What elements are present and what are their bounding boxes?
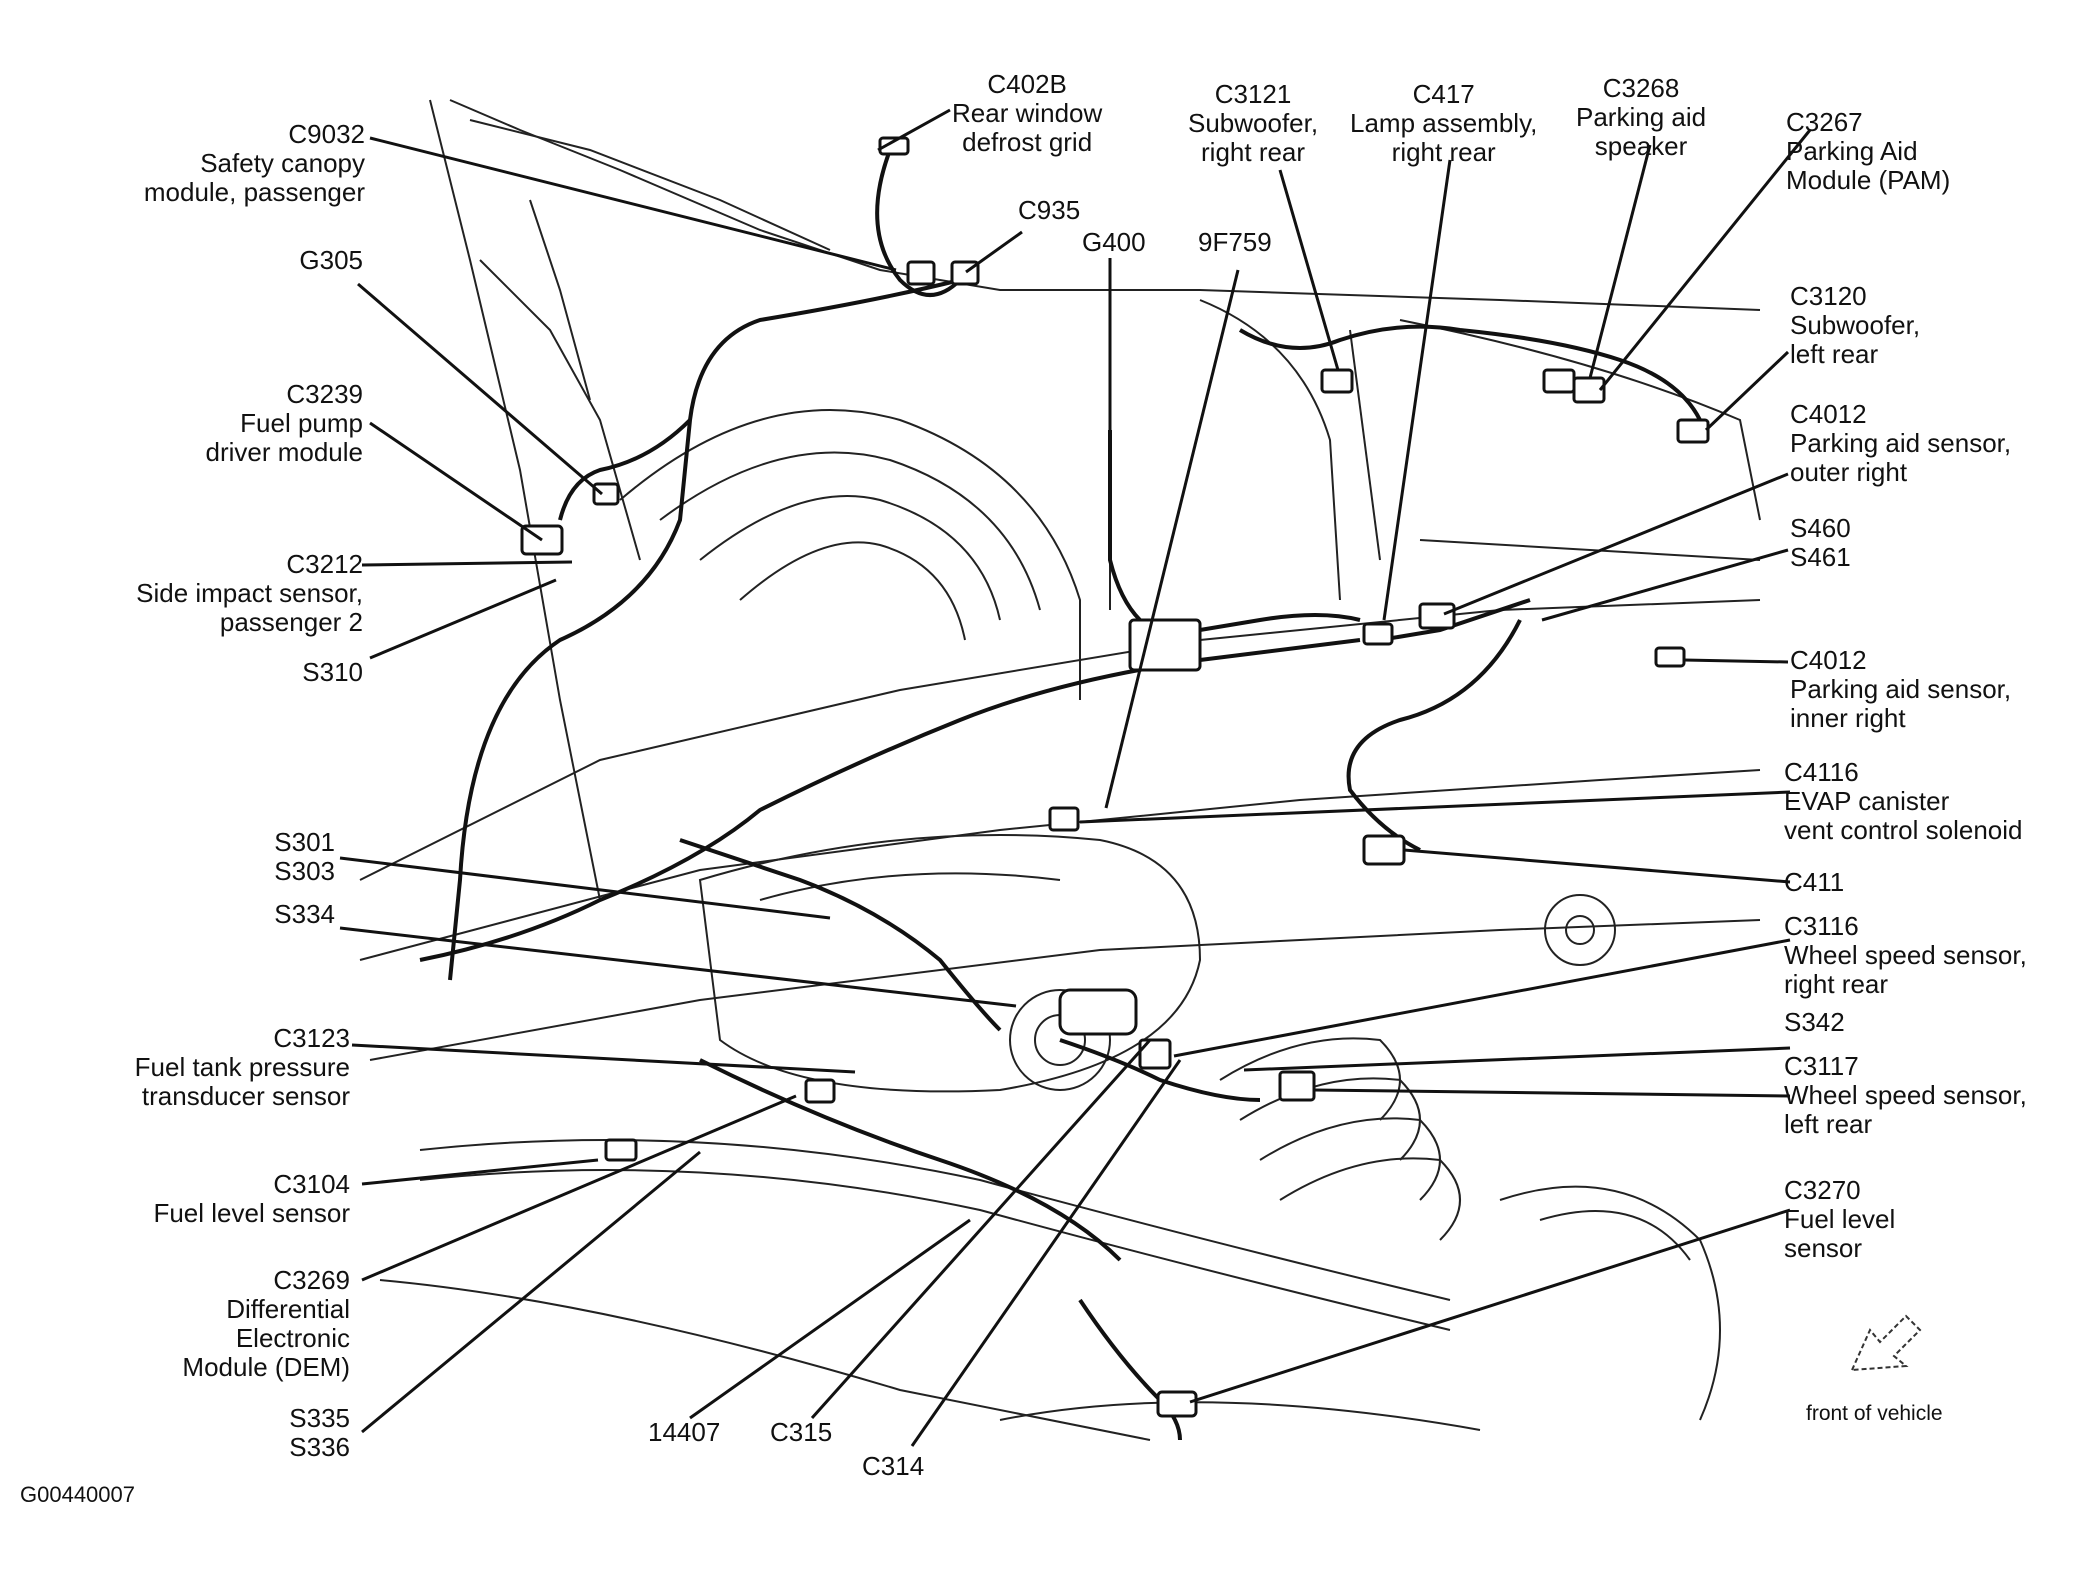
label-c935: C935 (1018, 195, 1081, 225)
label-s310: S310 (302, 657, 363, 687)
leader-lines (339, 108, 1812, 1447)
connectors (520, 136, 1710, 1418)
label-g400: G400 (1082, 227, 1146, 257)
label-c314: C314 (862, 1451, 925, 1481)
label-9f759: 9F759 (1198, 227, 1272, 257)
label-14407: 14407 (648, 1417, 721, 1447)
figure-id: G00440007 (20, 1482, 135, 1507)
label-c315: C315 (770, 1417, 833, 1447)
label-s334: S334 (274, 899, 335, 929)
wiring-harness (419, 149, 1702, 1441)
label-c411: C411 (1784, 867, 1845, 897)
vehicle-body-outline (359, 99, 1761, 1441)
front-of-vehicle-arrow-icon (1850, 1314, 1922, 1372)
label-g305: G305 (299, 245, 363, 275)
label-s342: S342 (1784, 1007, 1845, 1037)
front-of-vehicle-caption: front of vehicle (1806, 1402, 1943, 1425)
